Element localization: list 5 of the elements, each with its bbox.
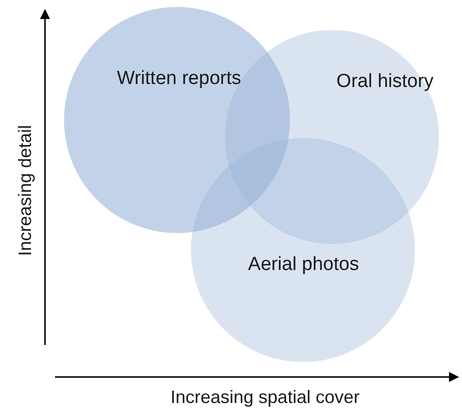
circle-label: Aerial photos — [247, 253, 360, 277]
circle-label: Oral history — [335, 70, 435, 94]
circle-label: Written reports — [116, 67, 242, 91]
axis-title: Increasing spatial cover — [170, 386, 360, 408]
axis-title: Increasing detail — [14, 124, 36, 256]
